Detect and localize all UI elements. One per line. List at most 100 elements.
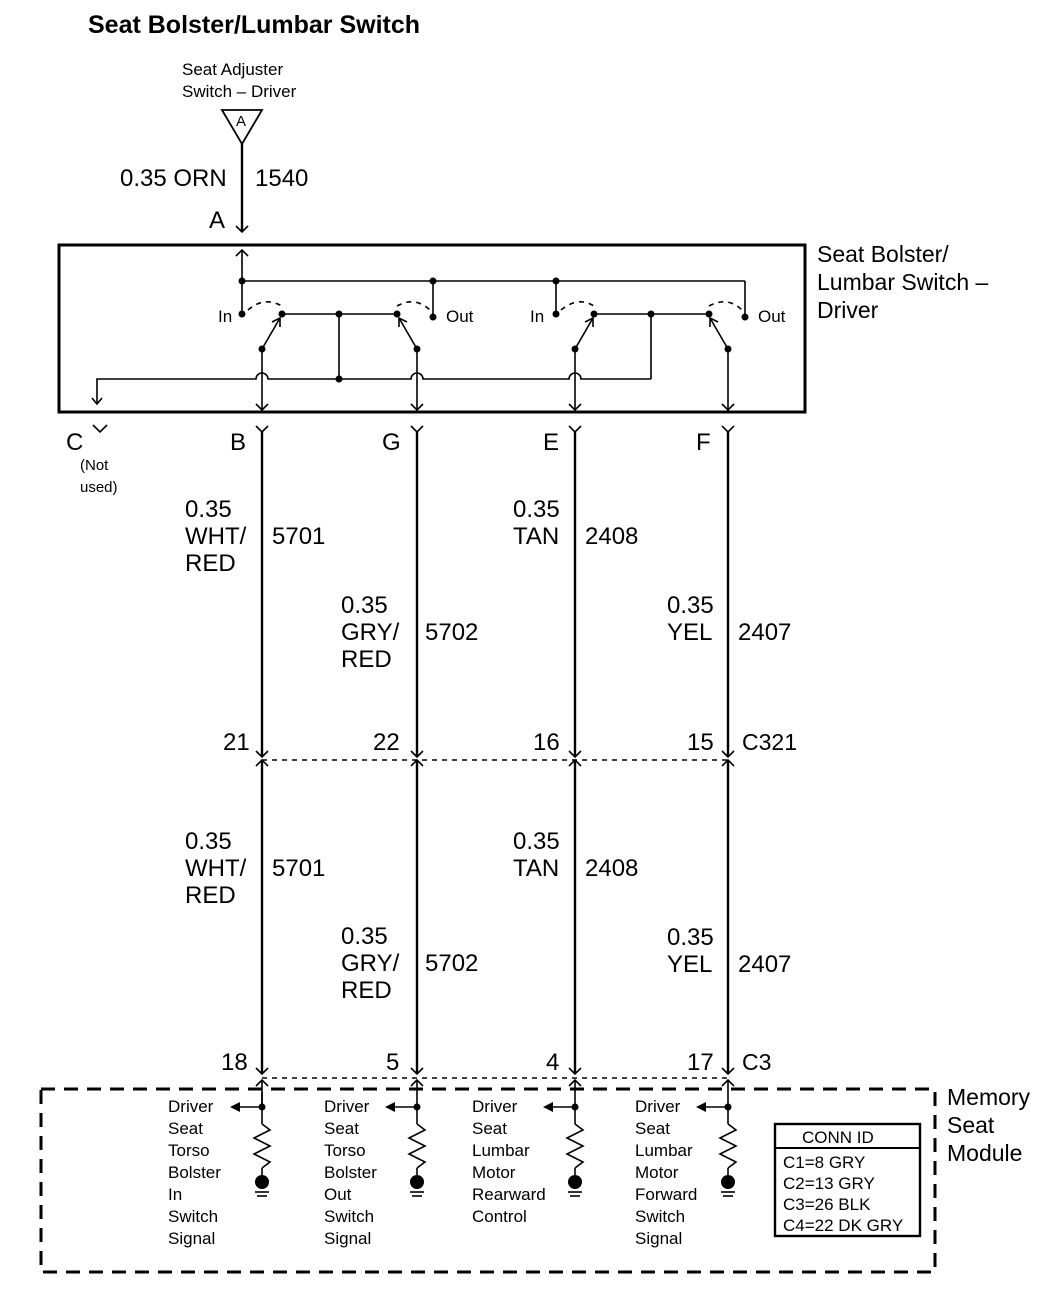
pin-b-label: B — [230, 429, 246, 456]
c3-pin-g: 5 — [386, 1049, 399, 1076]
switch-internal-wiring — [91, 248, 749, 412]
module-label-e-line1: Driver — [472, 1097, 518, 1116]
switch-in-label-1: In — [218, 307, 232, 326]
memory-seat-module-box — [39, 1087, 937, 1274]
source-label-line2: Switch – Driver — [182, 82, 297, 101]
module-label-f-line3: Lumbar — [635, 1141, 693, 1160]
wire-column-b — [230, 425, 272, 1197]
module-label-g-line4: Bolster — [324, 1163, 377, 1182]
wire-g-lower-size-line3: RED — [341, 977, 392, 1004]
wire-f-lower-size-line2: YEL — [667, 951, 712, 978]
wire-e-upper-size-line1: 0.35 — [513, 496, 560, 523]
diagram-title: Seat Bolster/Lumbar Switch — [88, 11, 420, 39]
module-label-b-line2: Seat — [168, 1119, 203, 1138]
wire-b-upper-size-line2: WHT/ — [185, 523, 247, 550]
wire-f-lower-circuit: 2407 — [738, 951, 791, 978]
switch-out-label-1: Out — [446, 307, 474, 326]
source-connector-letter: A — [236, 113, 246, 130]
module-label-g-line1: Driver — [324, 1097, 370, 1116]
conn-id-row-c3: C3=26 BLK — [783, 1195, 871, 1214]
module-label-f-line4: Motor — [635, 1163, 679, 1182]
module-label-f-line6: Switch — [635, 1207, 685, 1226]
conn-id-row-c2: C2=13 GRY — [783, 1174, 875, 1193]
wire-f-lower-size-line1: 0.35 — [667, 924, 714, 951]
module-label-e-line3: Lumbar — [472, 1141, 530, 1160]
pin-e-label: E — [543, 429, 559, 456]
module-label-g-line7: Signal — [324, 1229, 371, 1248]
source-connector-triangle: A — [220, 109, 264, 146]
module-label-e-line5: Rearward — [472, 1185, 546, 1204]
c321-pin-b: 21 — [223, 729, 250, 756]
module-label-f-line1: Driver — [635, 1097, 681, 1116]
module-label-g-line6: Switch — [324, 1207, 374, 1226]
wire-1540 — [235, 144, 249, 234]
wire-f-upper-size-line1: 0.35 — [667, 592, 714, 619]
switch-name-line1: Seat Bolster/ — [817, 241, 949, 267]
wire-column-f — [696, 425, 738, 1197]
switch-in-label-2: In — [530, 307, 544, 326]
c3-pin-f: 17 — [687, 1049, 714, 1076]
wire-b-upper-circuit: 5701 — [272, 523, 325, 550]
module-label-g: Driver Seat Torso Bolster Out Switch Sig… — [324, 1097, 377, 1248]
wire-1540-circuit: 1540 — [255, 165, 308, 192]
c3-pin-e: 4 — [546, 1049, 559, 1076]
wire-b-upper-size-line3: RED — [185, 550, 236, 577]
wire-g-lower-circuit: 5702 — [425, 950, 478, 977]
wire-e-upper-circuit: 2408 — [585, 523, 638, 550]
wire-b-upper-size-line1: 0.35 — [185, 496, 232, 523]
wire-g-lower-size-line1: 0.35 — [341, 923, 388, 950]
module-label-b-line7: Signal — [168, 1229, 215, 1248]
wire-b-lower-size-line1: 0.35 — [185, 828, 232, 855]
module-label-b: Driver Seat Torso Bolster In Switch Sign… — [168, 1097, 221, 1248]
wire-column-g — [385, 425, 427, 1197]
pin-g-label: G — [382, 429, 401, 456]
wire-g-upper-size-line1: 0.35 — [341, 592, 388, 619]
module-label-b-line5: In — [168, 1185, 182, 1204]
switch-name-line2: Lumbar Switch – — [817, 269, 989, 295]
module-label-b-line4: Bolster — [168, 1163, 221, 1182]
module-name-line1: Memory — [947, 1084, 1031, 1110]
pin-c-terminal — [92, 424, 108, 434]
wire-f-upper-circuit: 2407 — [738, 619, 791, 646]
wire-b-lower-size-line3: RED — [185, 882, 236, 909]
switch-out-label-2: Out — [758, 307, 786, 326]
module-label-b-line6: Switch — [168, 1207, 218, 1226]
conn-id-row-c1: C1=8 GRY — [783, 1153, 865, 1172]
wire-g-lower-size-line2: GRY/ — [341, 950, 400, 977]
module-label-b-line1: Driver — [168, 1097, 214, 1116]
pin-c-note-line2: used) — [80, 479, 118, 496]
module-label-g-line2: Seat — [324, 1119, 359, 1138]
conn-id-row-c4: C4=22 DK GRY — [783, 1216, 903, 1235]
wire-e-upper-size-line2: TAN — [513, 523, 559, 550]
pin-c-note-line1: (Not — [80, 457, 109, 474]
wire-e-lower-circuit: 2408 — [585, 855, 638, 882]
source-label-line1: Seat Adjuster — [182, 60, 283, 79]
module-name-line2: Seat — [947, 1112, 995, 1138]
pin-f-label: F — [696, 429, 711, 456]
c3-pin-b: 18 — [221, 1049, 248, 1076]
module-label-b-line3: Torso — [168, 1141, 210, 1160]
module-label-e: Driver Seat Lumbar Motor Rearward Contro… — [472, 1097, 546, 1226]
wire-e-lower-size-line2: TAN — [513, 855, 559, 882]
switch-name-line3: Driver — [817, 297, 879, 323]
module-label-f-line7: Signal — [635, 1229, 682, 1248]
module-label-e-line2: Seat — [472, 1119, 507, 1138]
c3-label: C3 — [742, 1049, 771, 1075]
module-label-f-line5: Forward — [635, 1185, 697, 1204]
wire-column-e — [543, 425, 585, 1197]
wire-e-lower-size-line1: 0.35 — [513, 828, 560, 855]
module-label-e-line6: Control — [472, 1207, 527, 1226]
wire-g-upper-size-line2: GRY/ — [341, 619, 400, 646]
seat-bolster-lumbar-switch-box — [57, 243, 807, 414]
wire-f-upper-size-line2: YEL — [667, 619, 712, 646]
module-label-g-line3: Torso — [324, 1141, 366, 1160]
pin-a-label: A — [209, 207, 225, 234]
pin-c-label: C — [66, 429, 83, 456]
module-label-g-line5: Out — [324, 1185, 352, 1204]
module-label-e-line4: Motor — [472, 1163, 516, 1182]
module-name-line3: Module — [947, 1140, 1022, 1166]
c321-pin-f: 15 — [687, 729, 714, 756]
conn-id-header: CONN ID — [802, 1128, 874, 1147]
